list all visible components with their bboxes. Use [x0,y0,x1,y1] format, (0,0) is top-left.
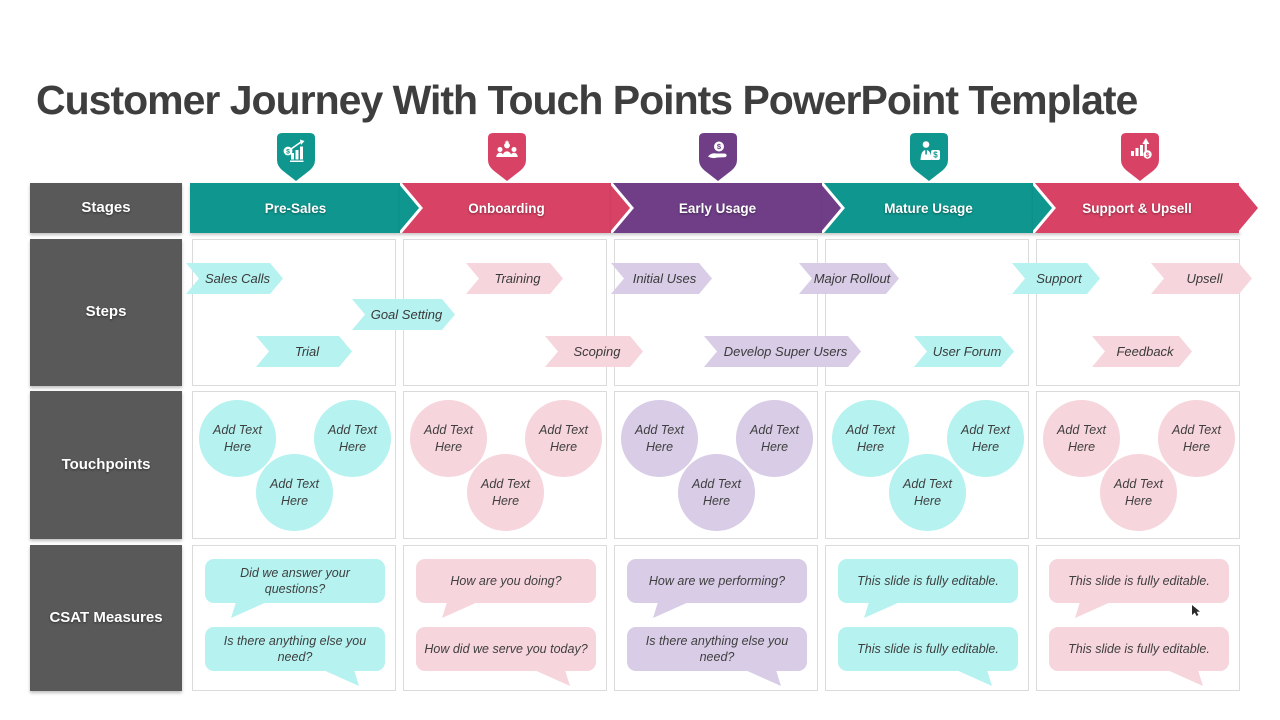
step-chip-user-forum[interactable]: User Forum [914,336,1014,367]
touchpoint-circle[interactable]: Add Text Here [1100,454,1177,531]
csat-cell-support-upsell: This slide is fully editable. This slide… [1036,545,1240,691]
touchpoints-cell-support-upsell: Add Text Here Add Text Here Add Text Her… [1036,391,1240,539]
csat-speech-bubble[interactable]: Is there anything else you need? [627,627,807,686]
csat-speech-bubble[interactable]: This slide is fully editable. [838,559,1018,618]
stage-band-early-usage[interactable]: Early Usage [612,183,823,233]
csat-speech-bubble[interactable]: How did we serve you today? [416,627,596,686]
bubble-tail [954,669,992,686]
bubble-tail [532,669,570,686]
hand-coin-icon: $ [699,133,737,181]
step-chip-trial[interactable]: Trial [256,336,352,367]
bubble-tail [864,601,902,618]
step-chip-support[interactable]: Support [1012,263,1100,294]
svg-text:$: $ [1146,152,1150,159]
csat-cell-early-usage: How are we performing? Is there anything… [614,545,818,691]
touchpoint-circle[interactable]: Add Text Here [889,454,966,531]
page-title: Customer Journey With Touch Points Power… [36,77,1138,124]
step-chip-training[interactable]: Training [466,263,563,294]
csat-cell-onboarding: How are you doing? How did we serve you … [403,545,607,691]
touchpoints-cell-mature-usage: Add Text Here Add Text Here Add Text Her… [825,391,1029,539]
touchpoint-circle[interactable]: Add Text Here [199,400,276,477]
step-chip-sales-calls[interactable]: Sales Calls [186,263,283,294]
step-chip-scoping[interactable]: Scoping [545,336,643,367]
bubble-tail [653,601,691,618]
touchpoint-circle[interactable]: Add Text Here [621,400,698,477]
step-chip-goal-setting[interactable]: Goal Setting [352,299,455,330]
team-people-icon [488,133,526,181]
bubble-tail [231,601,269,618]
csat-speech-bubble[interactable]: This slide is fully editable. [1049,627,1229,686]
bubble-tail [442,601,480,618]
touchpoints-cell-early-usage: Add Text Here Add Text Here Add Text Her… [614,391,818,539]
arrow-tip-icon [611,183,634,233]
step-chip-initial-uses[interactable]: Initial Uses [611,263,712,294]
touchpoint-circle[interactable]: Add Text Here [410,400,487,477]
bubble-tail [1165,669,1203,686]
sales-growth-chart-icon: $ [277,133,315,181]
arrow-tip-icon [822,183,845,233]
touchpoints-cell-pre-sales: Add Text Here Add Text Here Add Text Her… [192,391,396,539]
step-chip-feedback[interactable]: Feedback [1092,336,1192,367]
row-label-stages: Stages [30,183,182,233]
csat-cell-pre-sales: Did we answer your questions? Is there a… [192,545,396,691]
bubble-tail [743,669,781,686]
touchpoints-cell-onboarding: Add Text Here Add Text Here Add Text Her… [403,391,607,539]
touchpoint-circle[interactable]: Add Text Here [467,454,544,531]
salesman-dollar-icon: $ [910,133,948,181]
touchpoint-circle[interactable]: Add Text Here [678,454,755,531]
bubble-tail [1075,601,1113,618]
touchpoint-circle[interactable]: Add Text Here [832,400,909,477]
csat-speech-bubble[interactable]: How are we performing? [627,559,807,618]
touchpoint-circle[interactable]: Add Text Here [314,400,391,477]
csat-speech-bubble[interactable]: This slide is fully editable. [1049,559,1229,618]
stage-band-onboarding[interactable]: Onboarding [401,183,612,233]
arrow-tip-icon [1033,183,1056,233]
mouse-cursor-icon [1192,605,1200,616]
touchpoint-circle[interactable]: Add Text Here [256,454,333,531]
csat-speech-bubble[interactable]: Is there anything else you need? [205,627,385,686]
stage-band-pre-sales[interactable]: Pre-Sales [190,183,401,233]
svg-text:$: $ [933,151,938,160]
svg-text:$: $ [717,142,722,151]
touchpoint-circle[interactable]: Add Text Here [1043,400,1120,477]
arrow-tip-icon [400,183,423,233]
step-chip-develop-super-users[interactable]: Develop Super Users [704,336,861,367]
csat-speech-bubble[interactable]: Did we answer your questions? [205,559,385,618]
row-label-touchpoints: Touchpoints [30,391,182,539]
step-chip-upsell[interactable]: Upsell [1151,263,1252,294]
csat-speech-bubble[interactable]: This slide is fully editable. [838,627,1018,686]
arrow-tip-icon [1239,183,1262,233]
row-label-csat-measures: CSAT Measures [30,545,182,691]
touchpoint-circle[interactable]: Add Text Here [736,400,813,477]
stage-band-mature-usage[interactable]: Mature Usage [823,183,1034,233]
touchpoint-circle[interactable]: Add Text Here [1158,400,1235,477]
svg-text:$: $ [286,148,290,155]
csat-cell-mature-usage: This slide is fully editable. This slide… [825,545,1029,691]
touchpoint-circle[interactable]: Add Text Here [525,400,602,477]
growth-arrow-dollar-icon: $ [1121,133,1159,181]
csat-speech-bubble[interactable]: How are you doing? [416,559,596,618]
stage-band-support-upsell[interactable]: Support & Upsell [1034,183,1240,233]
bubble-tail [321,669,359,686]
step-chip-major-rollout[interactable]: Major Rollout [799,263,899,294]
row-label-steps: Steps [30,239,182,386]
touchpoint-circle[interactable]: Add Text Here [947,400,1024,477]
